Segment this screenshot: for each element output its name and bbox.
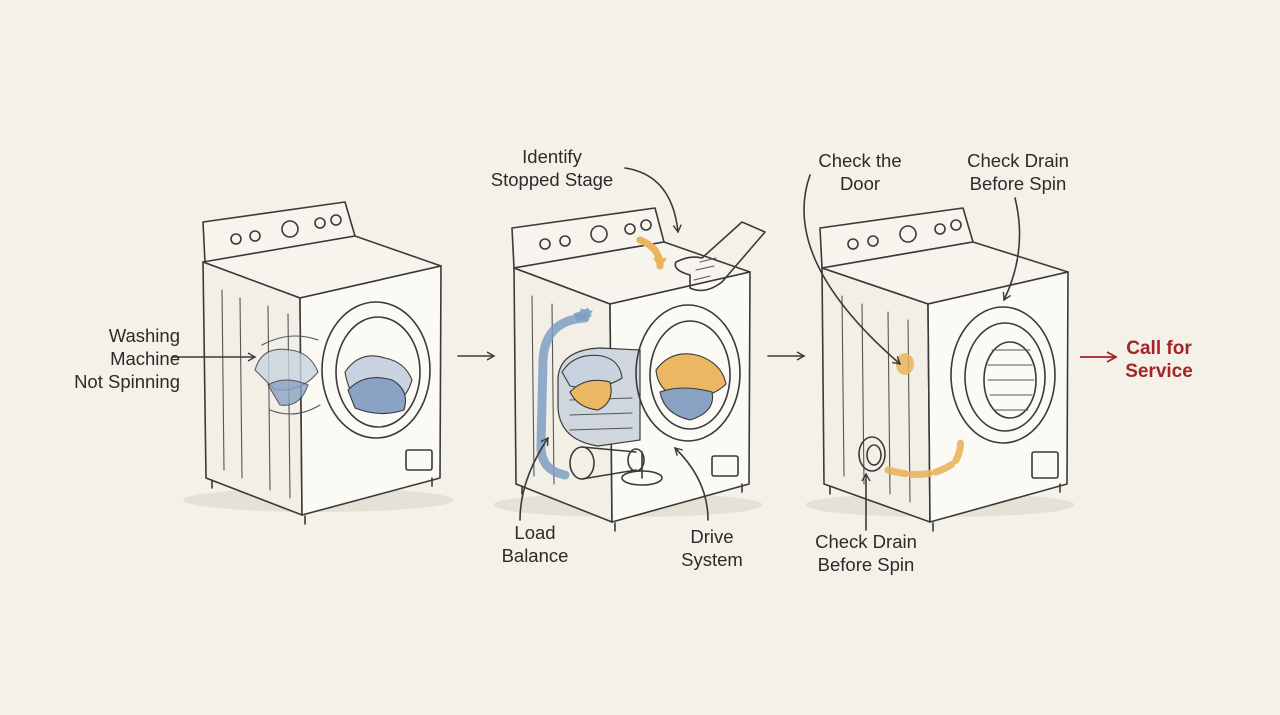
label-not-spinning-line2: Machine: [110, 348, 180, 369]
label-check-drain-top: Check Drain Before Spin: [950, 149, 1086, 195]
label-check-drain-bottom: Check Drain Before Spin: [796, 530, 936, 576]
label-identify-stage-line1: Identify: [522, 146, 582, 167]
label-drive-system: Drive System: [660, 525, 764, 571]
label-not-spinning-line1: Washing: [108, 325, 180, 346]
washing-machine-2: [493, 207, 766, 532]
label-check-door-line1: Check the: [818, 150, 902, 171]
label-identify-stage: Identify Stopped Stage: [472, 145, 632, 191]
callout-lines: [171, 167, 1021, 531]
label-drive-system-line2: System: [681, 549, 743, 570]
label-load-balance-line2: Balance: [501, 545, 569, 566]
label-load-balance: Load Balance: [478, 521, 592, 567]
label-check-door-line2: Door: [839, 173, 881, 194]
label-drive-system-line1: Drive: [690, 526, 734, 547]
label-identify-stage-line2: Stopped Stage: [490, 169, 614, 190]
washing-machine-3: [805, 207, 1075, 532]
label-check-drain-bottom-line2: Before Spin: [817, 554, 915, 575]
label-check-drain-top-line2: Before Spin: [969, 173, 1067, 194]
label-check-drain-top-line1: Check Drain: [967, 150, 1069, 171]
label-call-service-line1: Call for: [1126, 338, 1192, 359]
label-not-spinning: Washing Machine Not Spinning: [50, 324, 180, 393]
label-not-spinning-line3: Not Spinning: [74, 371, 180, 392]
washing-machine-1: [183, 201, 453, 525]
label-check-drain-bottom-line1: Check Drain: [815, 531, 917, 552]
label-load-balance-line1: Load: [514, 522, 556, 543]
label-call-service-line2: Service: [1125, 361, 1193, 382]
label-check-door: Check the Door: [800, 149, 920, 195]
label-call-service: Call for Service: [1112, 337, 1206, 383]
